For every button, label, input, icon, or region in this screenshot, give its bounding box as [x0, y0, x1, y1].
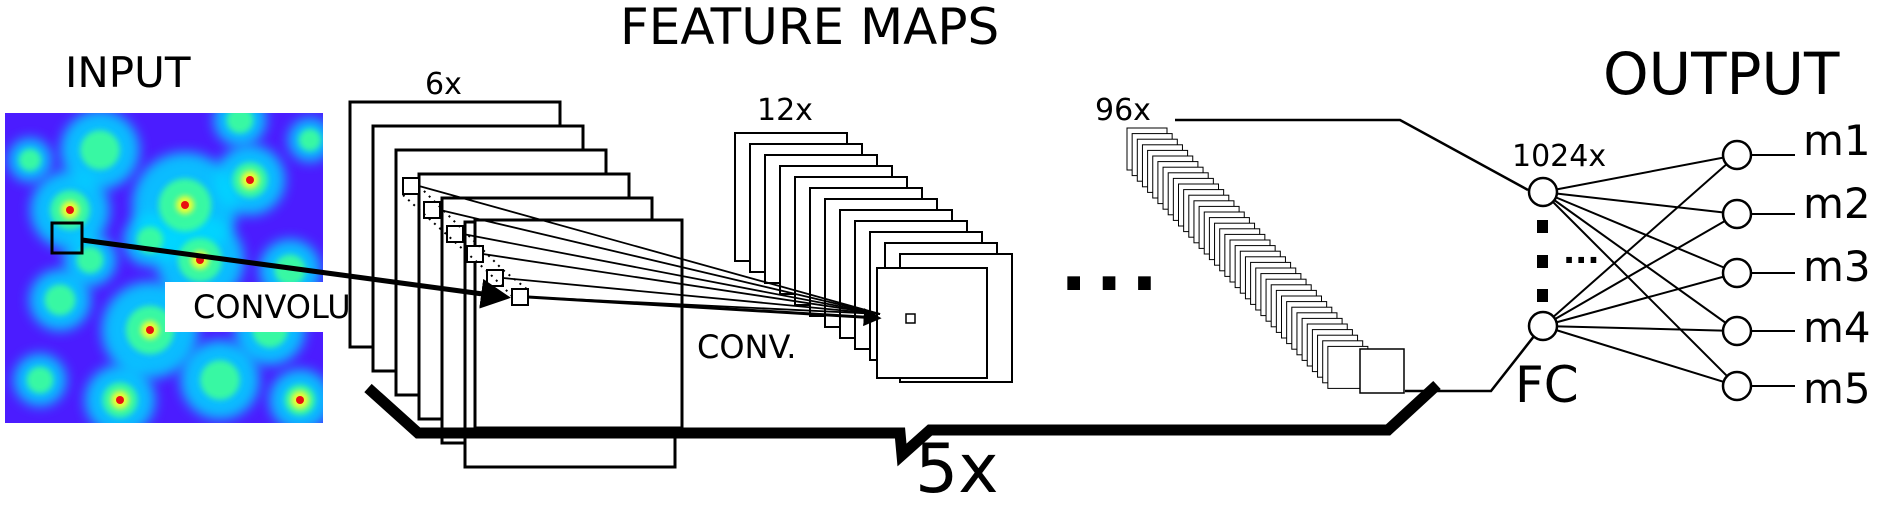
receptive-square-3	[466, 245, 484, 263]
receptive-square-2	[446, 225, 464, 243]
fc-label: FC	[1515, 356, 1579, 414]
heat-green-13	[19, 149, 41, 171]
output-node-0	[1721, 139, 1753, 171]
edge-h0-o1	[1542, 191, 1738, 215]
edge-h1-o2	[1542, 272, 1738, 327]
heat-red-0	[181, 201, 189, 209]
feature-map-stack-96	[1126, 127, 1405, 394]
output-m1: m1	[1803, 116, 1871, 165]
conv-line-2	[462, 233, 881, 315]
receptive-square-0	[402, 177, 420, 195]
heat-green-17	[299, 129, 321, 151]
output-m4: m4	[1803, 303, 1871, 352]
feature-map-stack-6	[348, 100, 684, 469]
count-6-label: 6x	[425, 67, 462, 102]
count-96-label: 96x	[1095, 93, 1151, 128]
stack-ellipsis: ...	[1060, 223, 1166, 307]
output-label: OUTPUT	[1603, 40, 1840, 108]
edge-h0-o4	[1542, 191, 1738, 387]
heat-red-4	[246, 176, 254, 184]
conv-line-1	[439, 209, 881, 315]
conv-line-4	[502, 277, 881, 315]
output-node-2	[1721, 257, 1753, 289]
output-node-3	[1721, 315, 1753, 347]
heat-green-16	[226, 113, 254, 134]
repeat-label: 5x	[915, 430, 999, 509]
receptive-field-box	[50, 221, 84, 255]
output-m5: m5	[1803, 364, 1871, 413]
convolution-arrow	[81, 237, 511, 309]
receptive-square-1	[423, 201, 441, 219]
receptive-square-4	[486, 269, 504, 287]
feature-map-12-unit	[905, 313, 916, 324]
count-12-label: 12x	[757, 93, 813, 128]
heat-green-7	[200, 360, 240, 400]
dotted-link-b	[418, 185, 529, 291]
repeat-bracket	[364, 380, 1441, 467]
heat-red-6	[296, 396, 304, 404]
fc-vdot-3	[1537, 289, 1548, 302]
output-labels: m1 m2 m3 m4 m5	[1803, 116, 1871, 413]
feature-maps-title: FEATURE MAPS	[620, 0, 999, 56]
output-m2: m2	[1803, 179, 1871, 228]
convolution-lines	[418, 185, 882, 327]
output-m3: m3	[1803, 242, 1871, 291]
output-node-4	[1721, 370, 1753, 402]
conv-line-3	[482, 253, 881, 315]
heat-red-2	[66, 206, 74, 214]
heat-red-5	[116, 396, 124, 404]
edge-h1-o4	[1542, 325, 1738, 387]
heat-green-6	[80, 130, 120, 170]
fc-node-1	[1527, 310, 1559, 342]
conv-label: CONV.	[697, 328, 796, 366]
feature-map-96-front	[1359, 348, 1405, 394]
heat-red-1	[146, 326, 154, 334]
feature-map-12-front	[876, 267, 988, 379]
network-nodes	[1527, 139, 1753, 402]
conv-line-arrow	[527, 295, 882, 327]
edge-h0-o2	[1542, 191, 1738, 274]
fc-top-link	[1175, 118, 1529, 192]
count-1024-label: 1024x	[1512, 139, 1606, 174]
hidden-node-dots: ···	[1563, 241, 1599, 279]
conv-line-0	[418, 185, 881, 315]
edge-h0-o0	[1542, 154, 1738, 193]
edge-h1-o0	[1542, 154, 1738, 327]
input-heatmap	[5, 113, 323, 423]
heat-green-1	[44, 284, 76, 316]
network-edges	[1542, 154, 1795, 387]
feature-map-6-front	[473, 218, 684, 430]
edge-h1-o3	[1542, 325, 1738, 332]
fc-node-0	[1527, 176, 1559, 208]
output-node-1	[1721, 198, 1753, 230]
receptive-square-5	[511, 288, 529, 306]
edge-h1-o1	[1542, 213, 1738, 327]
fc-vdot-2	[1537, 255, 1548, 268]
fc-vdot-1	[1537, 220, 1548, 233]
input-label: INPUT	[65, 48, 191, 97]
fc-bottom-link	[1405, 325, 1543, 393]
heat-green-9	[26, 366, 54, 394]
edge-h0-o3	[1542, 191, 1738, 332]
